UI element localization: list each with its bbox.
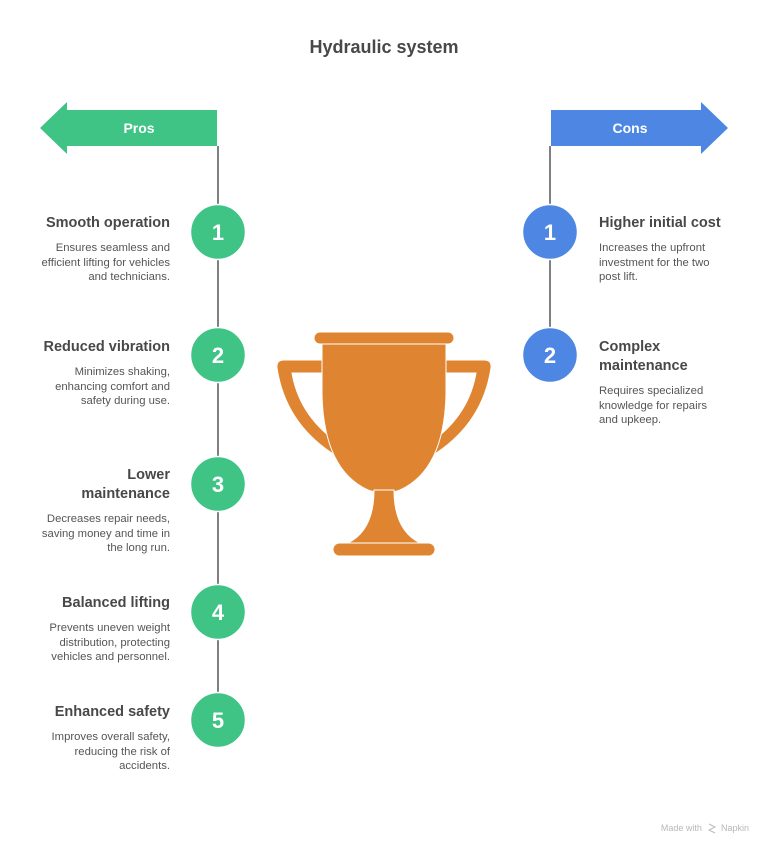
footer-brand: Napkin <box>720 823 749 833</box>
pros-item-2: Reduced vibration Minimizes shaking, enh… <box>0 338 171 409</box>
pros-marker-3: 3 <box>189 455 247 513</box>
pros-label: Pros <box>123 120 154 136</box>
pros-item-title: Lower maintenance <box>81 467 170 502</box>
cons-marker-1: 1 <box>521 203 579 261</box>
pros-marker-2: 2 <box>189 326 247 384</box>
trophy-icon <box>276 331 492 557</box>
trophy-base <box>332 542 436 557</box>
pros-number-4: 4 <box>212 600 225 625</box>
pros-item-4: Balanced lifting Prevents uneven weight … <box>0 594 170 665</box>
pros-item-description: Decreases repair needs, saving money and… <box>41 513 170 554</box>
pros-item-description: Prevents uneven weight distribution, pro… <box>49 622 170 663</box>
pros-number-2: 2 <box>212 343 224 368</box>
pros-item-5: Enhanced safety Improves overall safety,… <box>0 703 170 774</box>
pros-item-title: Smooth operation <box>45 215 170 231</box>
pros-number-3: 3 <box>212 472 224 497</box>
cons-label: Cons <box>613 120 648 136</box>
cons-marker-2: 2 <box>521 326 579 384</box>
pros-item-1: Smooth operation Ensures seamless and ef… <box>0 214 170 285</box>
cons-item-title: Higher initial cost <box>599 215 721 231</box>
trophy-stem <box>347 489 421 544</box>
cons-item-description: Requires specialized knowledge for repai… <box>599 385 708 426</box>
pros-item-title: Balanced lifting <box>62 595 170 611</box>
napkin-logo-icon <box>707 823 717 834</box>
cons-arrow-shape <box>551 102 728 154</box>
pros-marker-5: 5 <box>189 691 247 749</box>
footer-credit: Made with Napkin <box>661 823 749 833</box>
trophy-left-handle <box>276 359 347 461</box>
pros-item-title: Reduced vibration <box>43 339 171 355</box>
cons-item-description: Increases the upfront investment for the… <box>599 242 710 283</box>
cons-number-2: 2 <box>544 343 556 368</box>
cons-item-1: Higher initial cost Increases the upfron… <box>599 214 768 285</box>
page-title: Hydraulic system <box>309 37 459 57</box>
pros-item-3: Lower maintenance Decreases repair needs… <box>0 466 170 556</box>
pros-item-description: Ensures seamless and efficient lifting f… <box>41 242 170 283</box>
cons-item-2: Complex maintenance Requires specialized… <box>599 338 768 428</box>
pros-marker-4: 4 <box>189 583 247 641</box>
trophy-cup <box>321 343 447 494</box>
trophy-right-handle <box>421 359 492 461</box>
pros-item-description: Improves overall safety, reducing the ri… <box>51 731 170 772</box>
pros-marker-1: 1 <box>189 203 247 261</box>
pros-arrow: Pros <box>40 102 217 154</box>
pros-number-1: 1 <box>212 220 224 245</box>
pros-item-description: Minimizes shaking, enhancing comfort and… <box>55 366 170 407</box>
trophy-rim <box>313 331 455 345</box>
cons-number-1: 1 <box>544 220 556 245</box>
footer-text: Made with <box>660 823 702 833</box>
cons-arrow: Cons <box>551 102 728 154</box>
cons-item-title: Complex maintenance <box>599 339 688 374</box>
pros-arrow-shape <box>40 102 217 154</box>
pros-item-title: Enhanced safety <box>54 704 170 720</box>
pros-number-5: 5 <box>212 708 224 733</box>
